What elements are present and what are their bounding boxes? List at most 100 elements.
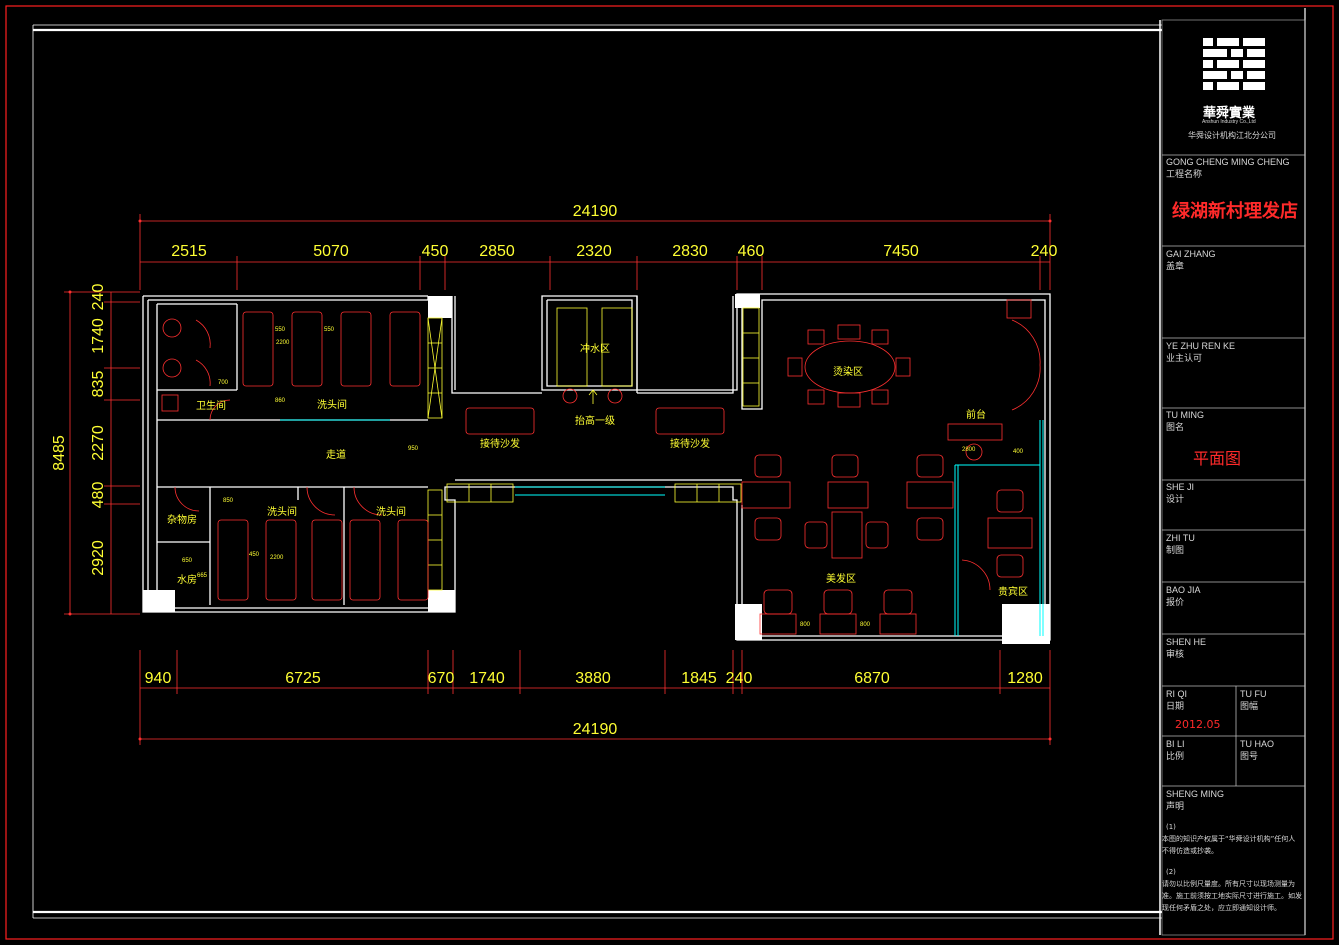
dim-left-segment: 480 — [90, 481, 107, 509]
small-dimension-label: 800 — [800, 622, 811, 628]
draw-label-pinyin: ZHI TU — [1166, 533, 1195, 543]
room-corridor: 走道 — [326, 450, 346, 461]
sheet-label-pinyin: TU FU — [1240, 689, 1267, 699]
date-value: 2012.05 — [1175, 718, 1221, 731]
room-vip-area: 贵宾区 — [998, 587, 1028, 598]
small-dimension-label: 650 — [182, 558, 193, 564]
room-storage: 杂物房 — [167, 515, 197, 526]
scale-label: 比例 — [1166, 751, 1185, 761]
scale-label-pinyin: BI LI — [1166, 739, 1185, 749]
price-label: 报价 — [1166, 597, 1185, 607]
owner-label: 业主认可 — [1166, 353, 1203, 363]
number-label-pinyin: TU HAO — [1240, 739, 1275, 749]
dim-bottom-segment: 1740 — [469, 670, 505, 687]
small-dimension-label: 860 — [275, 398, 286, 404]
small-dimension-label: 400 — [1013, 449, 1024, 455]
number-label: 图号 — [1240, 751, 1259, 761]
room-wash-bottom-1: 洗头间 — [267, 507, 297, 518]
dim-bottom-segment: 940 — [144, 670, 172, 687]
small-dimension-label: 450 — [249, 552, 260, 558]
small-dimension-label: 950 — [408, 446, 419, 452]
dim-left-overall: 8485 — [51, 435, 68, 471]
dim-left-segment: 2270 — [90, 425, 107, 461]
project-label-pinyin: GONG CHENG MING CHENG — [1166, 157, 1290, 167]
statement-label-pinyin: SHENG MING — [1166, 789, 1225, 799]
small-dimension-label: 2200 — [276, 340, 290, 346]
dim-top-segment: 2515 — [171, 243, 207, 260]
dim-bottom-segment: 3880 — [575, 670, 611, 687]
statement-note2: 请勿以比例尺量度。所有尺寸以现场测量为准。施工前须按工地实际尺寸进行施工。如发现… — [1162, 880, 1302, 912]
company-en-name: Anshun Industry Co.,Ltd — [1202, 119, 1256, 125]
owner-label-pinyin: YE ZHU REN KE — [1166, 341, 1236, 351]
project-name: 绿湖新村理发店 — [1172, 201, 1298, 222]
drawing-name-label-pinyin: TU MING — [1166, 410, 1204, 420]
company-branch: 华舜设计机构江北分公司 — [1188, 131, 1276, 140]
review-label-pinyin: SHEN HE — [1166, 637, 1207, 647]
dimension-lines — [64, 214, 1051, 745]
sheet-label: 图幅 — [1240, 701, 1259, 711]
company-name: 華舜實業 — [1203, 106, 1256, 121]
room-water-room: 水房 — [177, 575, 197, 586]
review-label: 审核 — [1166, 649, 1185, 659]
date-label: 日期 — [1166, 701, 1185, 711]
project-label: 工程名称 — [1166, 169, 1203, 179]
room-front-desk: 前台 — [966, 410, 986, 421]
room-styling-area: 美发区 — [826, 574, 856, 585]
outer-frame — [5, 5, 1334, 940]
small-dimension-label: 800 — [860, 622, 871, 628]
small-dimension-label: 550 — [324, 327, 335, 333]
statement-label: 声明 — [1166, 801, 1185, 811]
dim-top-segment: 460 — [737, 243, 765, 260]
room-toilet: 卫生间 — [196, 401, 226, 412]
small-dimension-label: 2200 — [270, 555, 284, 561]
small-dimension-label: 2800 — [962, 447, 976, 453]
price-label-pinyin: BAO JIA — [1166, 585, 1201, 595]
statement-note2-index: (2) — [1166, 868, 1176, 876]
dim-bottom-segment: 1845 — [681, 670, 717, 687]
step-arrow — [588, 389, 598, 404]
wash-beds — [161, 299, 1041, 635]
room-reception-sofa-right: 接待沙发 — [670, 439, 710, 450]
dim-left-segment: 240 — [90, 283, 107, 311]
draw-label: 制图 — [1166, 545, 1185, 555]
small-dimension-label: 850 — [223, 498, 234, 504]
design-label-pinyin: SHE JI — [1166, 482, 1195, 492]
dim-bottom-segment: 6725 — [285, 670, 321, 687]
dim-top-segment: 5070 — [313, 243, 349, 260]
room-wash-bottom-2: 洗头间 — [376, 507, 406, 518]
dim-left-segment: 2920 — [90, 540, 107, 576]
structural-columns — [143, 294, 1050, 644]
dim-bottom-segment: 670 — [427, 670, 455, 687]
room-reception-sofa-left: 接待沙发 — [480, 439, 520, 450]
dim-bottom-segment: 1280 — [1007, 670, 1043, 687]
dim-left-segment: 1740 — [90, 318, 107, 354]
dim-top-segment: 240 — [1030, 243, 1058, 260]
small-dimension-label: 665 — [197, 573, 208, 579]
room-wash-top: 洗头间 — [317, 400, 347, 411]
statement-note1: 本图的知识产权属于“华舜设计机构”任何人不得仿造或抄袭。 — [1162, 835, 1296, 855]
dim-top-segment: 7450 — [883, 243, 919, 260]
dimension-ticks — [68, 219, 1052, 741]
dim-top-segment: 2320 — [576, 243, 612, 260]
dim-bottom-overall: 24190 — [572, 721, 618, 738]
small-dimension-label: 550 — [275, 327, 286, 333]
room-raised-step: 抬高一级 — [575, 416, 615, 427]
date-label-pinyin: RI QI — [1166, 689, 1188, 699]
room-rinse-area: 冲水区 — [580, 344, 610, 355]
dim-bottom-segment: 240 — [725, 670, 753, 687]
title-block-rows — [1162, 154, 1305, 787]
seal-label-pinyin: GAI ZHANG — [1166, 249, 1216, 259]
dim-top-overall: 24190 — [572, 203, 618, 220]
drawing-name-label: 图名 — [1166, 422, 1185, 432]
glass-partitions — [280, 419, 1044, 636]
statement-note1-index: (1) — [1166, 823, 1176, 831]
dim-top-segment: 450 — [421, 243, 449, 260]
dim-top-segment: 2850 — [479, 243, 515, 260]
dim-bottom-segment: 6870 — [854, 670, 890, 687]
small-dimension-label: 700 — [218, 380, 229, 386]
dim-left-segment: 835 — [90, 370, 107, 398]
dim-top-segment: 2830 — [672, 243, 708, 260]
seal-label: 盖章 — [1166, 261, 1185, 271]
room-perm-area: 烫染区 — [833, 367, 863, 378]
